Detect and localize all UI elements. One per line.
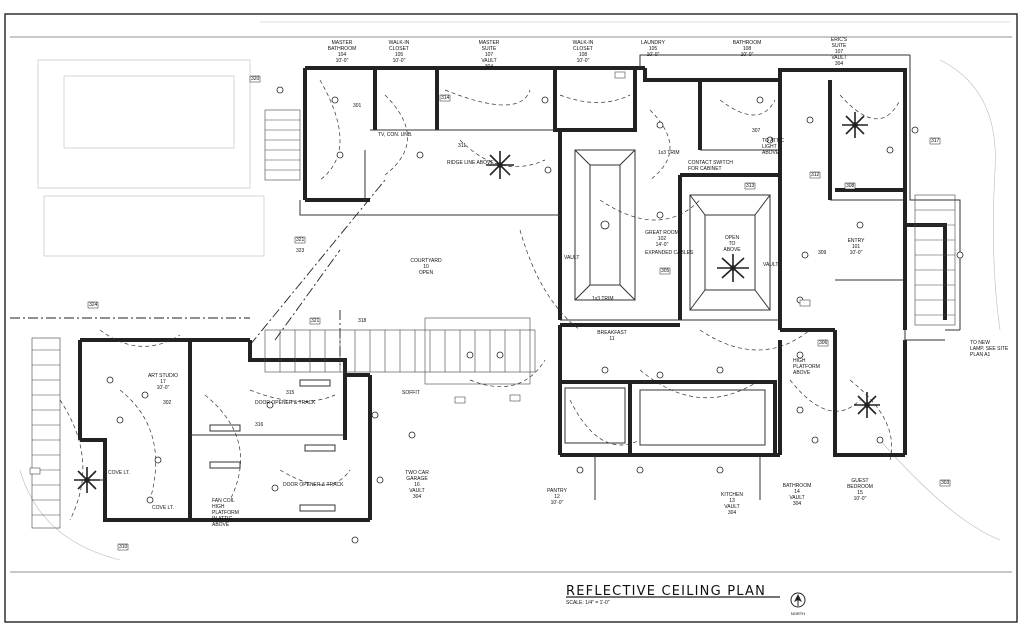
tag: 324: [89, 302, 98, 308]
note-site-plan: TO NEW LAMP. SEE SITE PLAN A1: [970, 340, 1009, 358]
tag: 321: [296, 237, 305, 243]
note-cove-2: COVE LT.: [108, 470, 130, 476]
thin-walls: [78, 54, 961, 512]
note-vault-2: VAULT: [763, 262, 779, 268]
tag: 315: [286, 390, 295, 396]
tag: 314: [441, 95, 450, 101]
note-trim: 1x3 TRIM: [592, 296, 614, 302]
tag-bubbles: [29, 71, 951, 551]
note-expanded-cables: EXPANDED CABLES: [645, 250, 694, 256]
note-soffit: SOFFIT: [402, 390, 420, 396]
light-fixtures: [106, 86, 964, 544]
tag: 311: [458, 143, 466, 149]
note-cove-1: COVE LT.: [152, 505, 174, 511]
tag: 321: [311, 318, 320, 324]
note-door-opener-1: DOOR OPENER & TRACK: [255, 400, 316, 406]
north-arrow-icon: [790, 592, 806, 608]
decks: [31, 109, 956, 529]
note-vault: VAULT: [564, 255, 580, 261]
tag: 320: [251, 76, 260, 82]
note-high-platform: HIGH PLATFORM ABOVE: [793, 358, 820, 376]
note-fan-coil: FAN COIL HIGH PLATFORM IN ATTIC ABOVE: [212, 498, 239, 528]
tag: 302: [163, 400, 172, 406]
tag: 305: [661, 268, 670, 274]
sheet-border: [4, 13, 1018, 623]
tag: 309: [818, 250, 827, 256]
circuits: [59, 79, 901, 521]
note-ridge: RIDGE LINE ABOVE: [447, 160, 494, 166]
north-label: NORTH: [790, 611, 806, 616]
tag: 313: [746, 183, 755, 189]
tag: 310: [119, 544, 128, 550]
drawing-title: REFLECTIVE CEILING PLAN: [566, 584, 767, 599]
note-trim-2: 1x3 TRIM: [658, 150, 680, 156]
tag: 317: [931, 138, 940, 144]
note-tv: TV, CON. UNB.: [378, 132, 413, 138]
note-door-opener-2: DOOR OPENER & TRACK: [283, 482, 344, 488]
drawing-scale: SCALE: 1/4" = 1'-0": [566, 600, 610, 606]
tag: 323: [296, 248, 305, 254]
tag: 307: [752, 128, 761, 134]
site-outlines: [19, 21, 1010, 561]
tag: 312: [811, 172, 820, 178]
tag: 308: [846, 183, 855, 189]
tag: 306: [819, 340, 828, 346]
property-lines: [10, 179, 386, 365]
note-attic-light: TO ATTIC LIGHT ABOVE: [762, 138, 785, 156]
tag: 303: [941, 480, 950, 486]
tag: 316: [255, 422, 264, 428]
tag: 318: [358, 318, 367, 324]
tag: 301: [353, 103, 362, 109]
note-open-above: OPEN TO ABOVE: [723, 235, 741, 253]
ceiling-fans: [74, 112, 880, 493]
walls: [78, 66, 947, 522]
note-contact-switch: CONTACT SWITCH FOR CABINET: [688, 160, 733, 172]
